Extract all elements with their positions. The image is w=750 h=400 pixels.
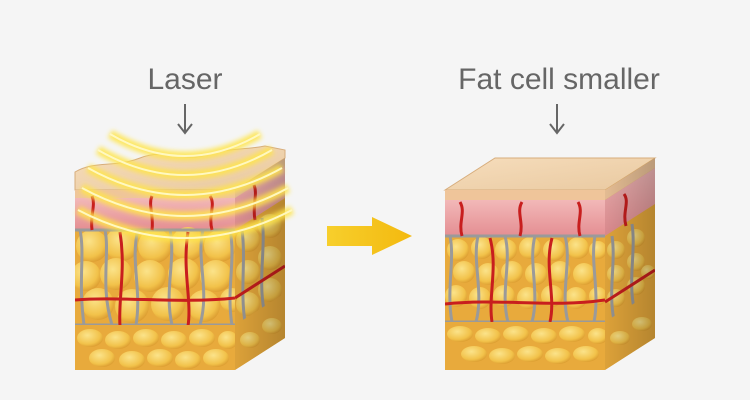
skin-cube-before (74, 130, 295, 370)
deep-fat-cells (447, 326, 605, 364)
down-arrow-icon (549, 104, 565, 135)
skin-cube-after (443, 157, 657, 370)
fat-cell-smaller-label: Fat cell smaller (458, 63, 660, 96)
side-face (605, 158, 655, 370)
down-arrow-icon (177, 104, 193, 135)
front-face (75, 190, 235, 370)
laser-label: Laser (147, 63, 223, 96)
right-arrow-icon (327, 217, 412, 255)
blood-vessels (445, 201, 605, 323)
side-face (235, 158, 285, 370)
deep-fat-cells (77, 329, 235, 369)
front-face (445, 190, 605, 370)
laser-beam-arcs (75, 130, 295, 243)
fat-cells (75, 227, 235, 323)
